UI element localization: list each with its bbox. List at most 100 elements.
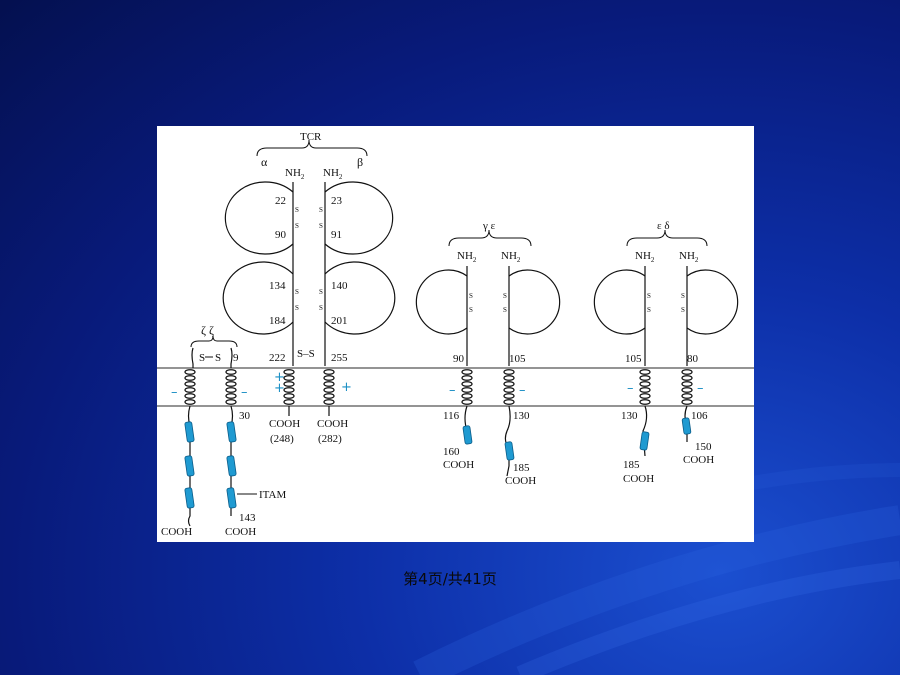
delta-tm-coil <box>681 369 693 405</box>
epsilon2-tail <box>642 405 648 457</box>
zeta-left-tm-coil <box>184 369 196 405</box>
delta-s2: S <box>681 306 685 314</box>
epsilon2-num-105: 105 <box>625 353 642 365</box>
tcr-num-22: 22 <box>275 195 286 207</box>
tcr-beta-charge: + <box>341 380 352 395</box>
zeta-left-itam-2 <box>184 455 195 477</box>
tcr-alpha-label: α <box>261 155 268 169</box>
tcr-beta-s2: S <box>319 222 323 230</box>
tcr-num-134: 134 <box>269 280 286 292</box>
tcr-beta-s4: S <box>319 304 323 312</box>
tcr-beta-label: β <box>357 155 363 169</box>
tcr-beta-tm-coil <box>323 369 335 405</box>
gamma-charge: – <box>449 383 456 398</box>
tcr-interchain-ss: S–S <box>297 348 315 360</box>
tcr-beta-s3: S <box>319 288 323 296</box>
tcr-beta-v-domain <box>324 181 394 255</box>
zeta-left-charge: – <box>171 385 178 400</box>
epsilon1-nh2: NH2 <box>501 250 521 264</box>
epsilon1-s2: S <box>503 306 507 314</box>
gamma-ig-domain <box>415 269 468 335</box>
tcr-num-91: 91 <box>331 229 342 241</box>
tcr-alpha-c-domain <box>222 261 294 335</box>
gamma-epsilon-title: γ ε <box>482 220 496 232</box>
epsilon1-num-130: 130 <box>513 410 530 422</box>
tcr-beta-length: (282) <box>318 433 342 445</box>
tcr-num-255: 255 <box>331 352 348 364</box>
itam-label: ITAM <box>259 489 286 501</box>
epsilon2-nh2: NH2 <box>635 250 655 264</box>
tcr-alpha-v-domain <box>224 181 294 255</box>
tcr-alpha-length: (248) <box>270 433 294 445</box>
epsilon1-tm-coil <box>503 369 515 405</box>
epsilon2-ig-domain <box>593 269 646 335</box>
zeta-right-charge: – <box>241 385 248 400</box>
epsilon2-s1: S <box>647 292 651 300</box>
tcr-alpha-cooh: COOH <box>269 418 300 430</box>
gamma-num-90: 90 <box>453 353 465 365</box>
zeta-right-ecto <box>230 347 233 368</box>
epsilon2-itam <box>639 431 650 451</box>
tcr-beta-cooh: COOH <box>317 418 348 430</box>
epsilon1-ig-domain <box>508 269 561 335</box>
zeta-num-30: 30 <box>239 410 251 422</box>
gamma-tm-coil <box>461 369 473 405</box>
delta-nh2: NH2 <box>679 250 699 264</box>
tcr-diagram: TCR α β NH2 NH2 S S S S S S S S 22 90 13… <box>157 131 754 538</box>
tcr-alpha-s3: S <box>295 288 299 296</box>
tcr-num-140: 140 <box>331 280 348 292</box>
gamma-cooh: COOH <box>443 459 474 471</box>
epsilon2-num-130: 130 <box>621 410 638 422</box>
tcr-num-90: 90 <box>275 229 287 241</box>
tcr-beta-nh2: NH2 <box>323 167 343 181</box>
delta-num-150: 150 <box>695 441 712 453</box>
zeta-right-cooh: COOH <box>225 526 256 538</box>
tcr-alpha-s2: S <box>295 222 299 230</box>
delta-s1: S <box>681 292 685 300</box>
zeta-brace <box>190 335 238 348</box>
epsilon1-s1: S <box>503 292 507 300</box>
cd3-tcr-complex-figure: TCR α β NH2 NH2 S S S S S S S S 22 90 13… <box>157 126 754 542</box>
zeta-right-itam-2 <box>226 455 237 477</box>
zeta-right-tm-coil <box>225 369 237 405</box>
epsilon1-num-105: 105 <box>509 353 526 365</box>
epsilon1-tail <box>504 405 511 477</box>
gamma-epsilon-brace <box>448 229 532 247</box>
tcr-num-201: 201 <box>331 315 348 327</box>
delta-itam <box>681 417 692 435</box>
zeta-num-9: 9 <box>233 352 239 364</box>
epsilon2-tm-coil <box>639 369 651 405</box>
page-number-label: 第4页/共41页 <box>403 570 497 588</box>
epsilon1-charge: – <box>519 383 526 398</box>
zeta-right-itam-1 <box>226 421 237 443</box>
epsilon-delta-title: ε δ <box>657 220 670 232</box>
tcr-beta-s1: S <box>319 206 323 214</box>
gamma-s1: S <box>469 292 473 300</box>
zeta-left-itam-3 <box>184 487 195 509</box>
gamma-nh2: NH2 <box>457 250 477 264</box>
tcr-num-184: 184 <box>269 315 286 327</box>
tcr-alpha-charge-2: + <box>274 381 285 396</box>
zeta-right-itam-3 <box>226 487 237 509</box>
epsilon1-cooh: COOH <box>505 475 536 487</box>
epsilon2-cooh: COOH <box>623 473 654 485</box>
zeta-num-143: 143 <box>239 512 256 524</box>
epsilon-delta-brace <box>626 229 708 247</box>
zeta-left-ecto <box>191 347 194 368</box>
gamma-s2: S <box>469 306 473 314</box>
tcr-alpha-charge-1: + <box>274 370 285 385</box>
zeta-left-itam-1 <box>184 421 195 443</box>
gamma-num-116: 116 <box>443 410 460 422</box>
tcr-beta-c-domain <box>324 261 396 335</box>
tcr-brace <box>256 139 368 157</box>
tcr-alpha-s1: S <box>295 206 299 214</box>
tcr-title: TCR <box>300 131 322 143</box>
gamma-num-160: 160 <box>443 446 460 458</box>
delta-num-106: 106 <box>691 410 708 422</box>
zeta-left-cooh: COOH <box>161 526 192 538</box>
zeta-s-right: S <box>215 352 221 364</box>
tcr-num-23: 23 <box>331 195 343 207</box>
tcr-alpha-tm-coil <box>283 369 295 405</box>
epsilon1-itam <box>504 441 515 461</box>
gamma-itam <box>462 425 473 445</box>
